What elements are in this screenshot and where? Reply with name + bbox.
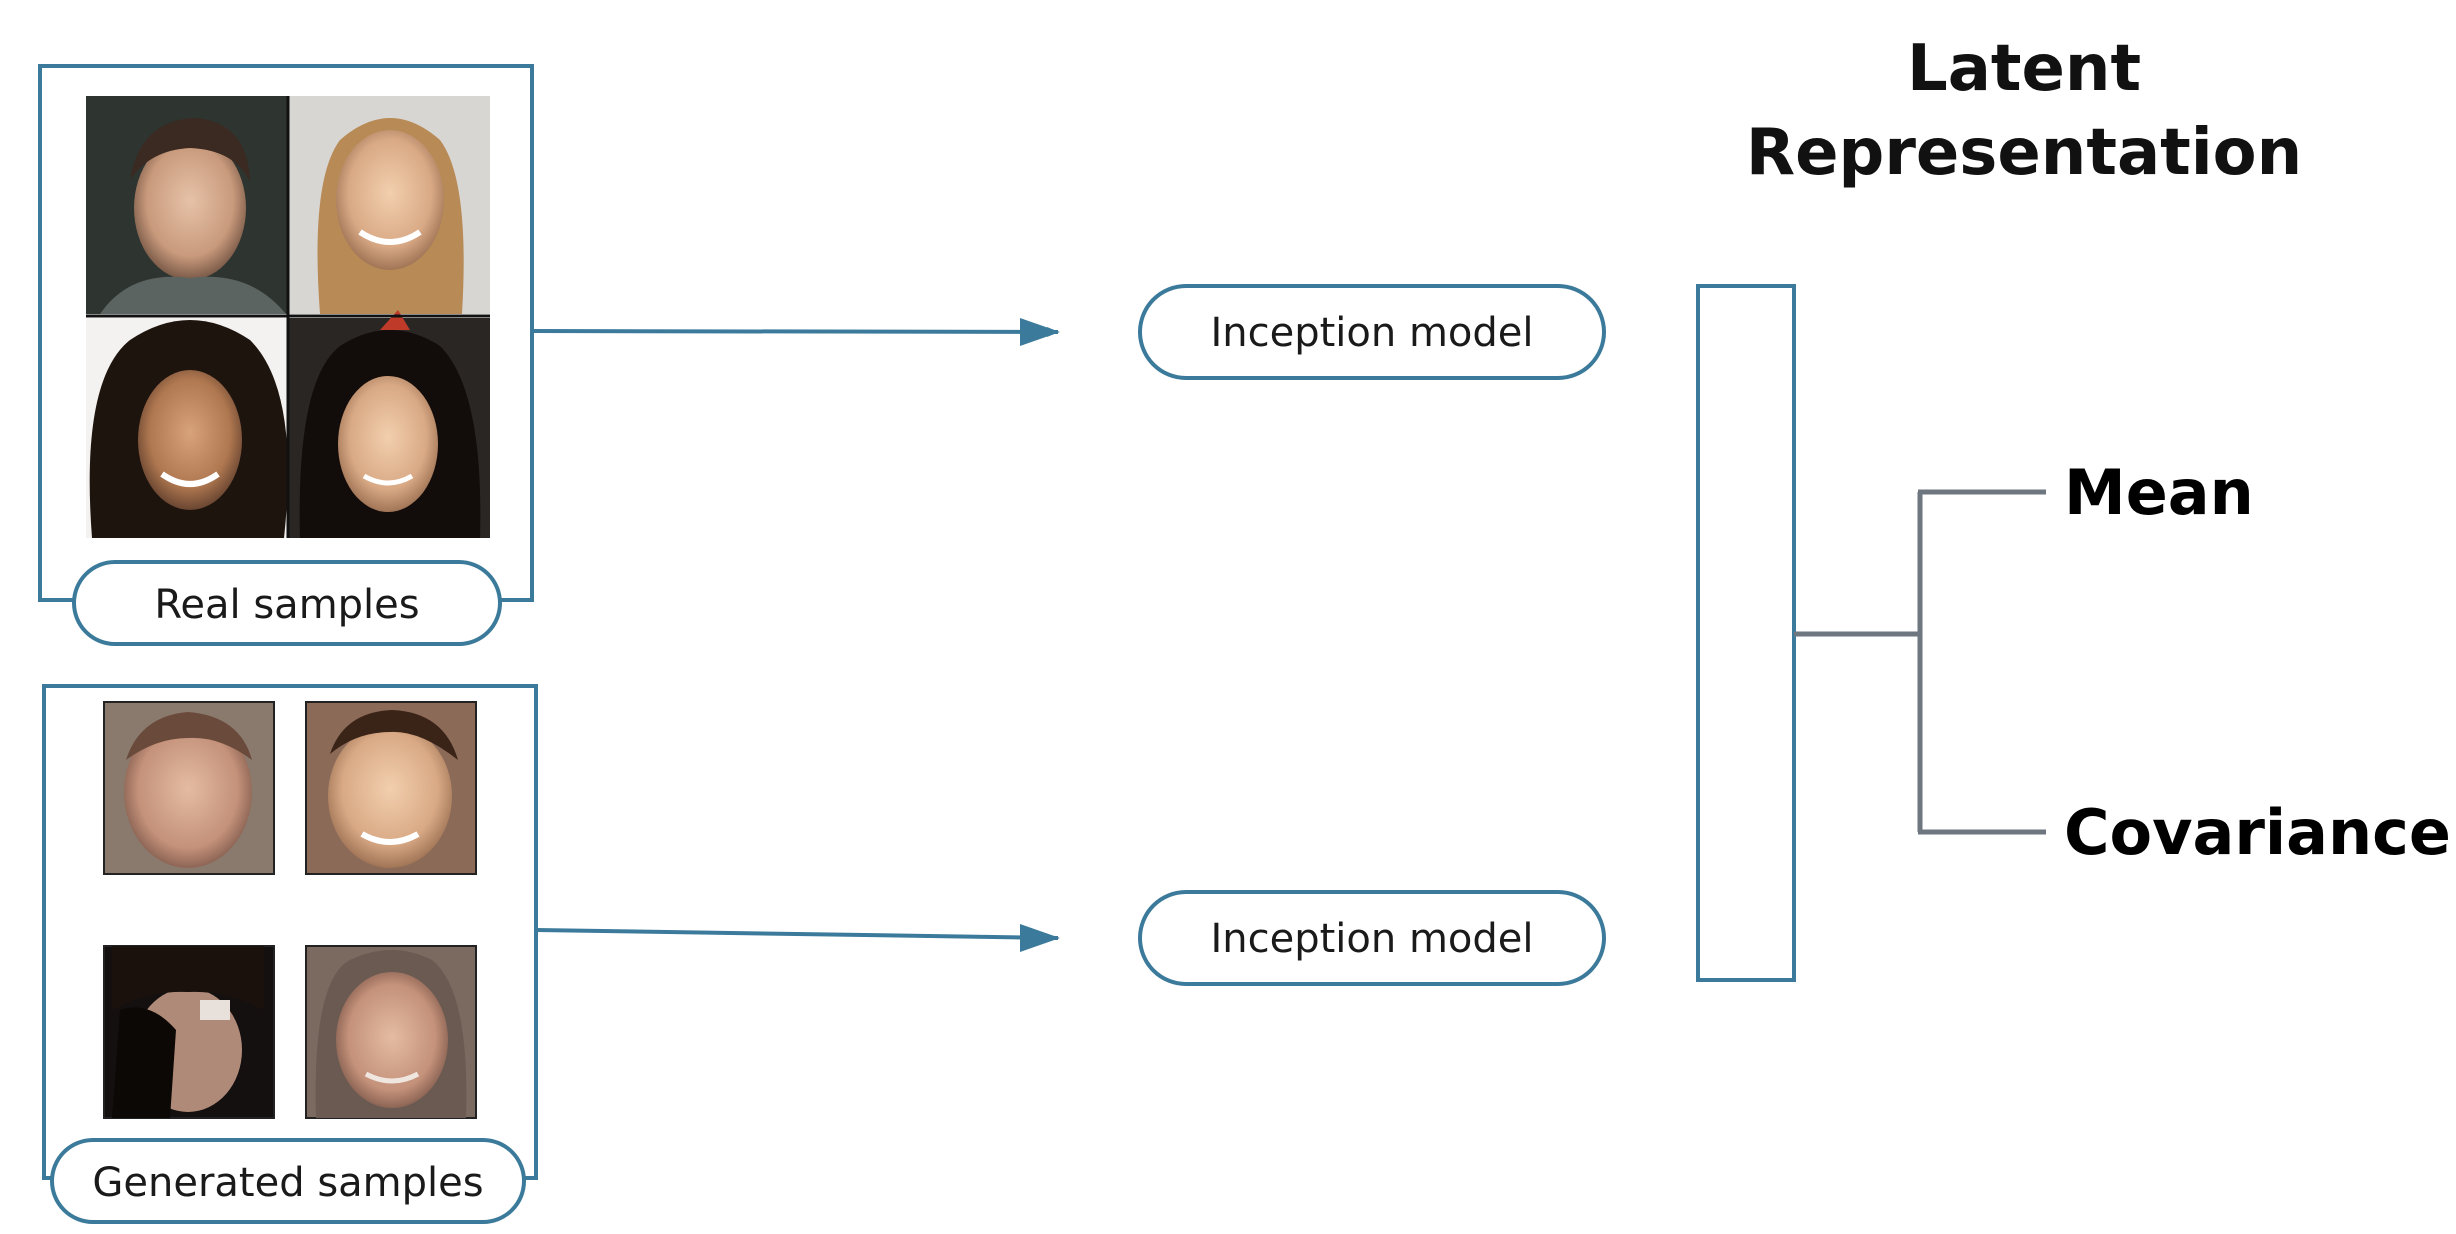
generated-samples-label: Generated samples	[92, 1160, 483, 1206]
real-face-image-3	[86, 318, 288, 538]
generated-arrowhead	[1020, 924, 1060, 952]
generated-faces-grid	[103, 701, 477, 1119]
inception-model-bottom-label: Inception model	[1210, 916, 1533, 962]
real-arrowhead	[1020, 318, 1060, 346]
generated-face-image-3	[103, 945, 275, 1119]
latent-heading-line-1: Latent	[1907, 32, 2141, 106]
generated-samples-group: Generated samples	[42, 684, 538, 1224]
generated-samples-label-pill	[50, 1138, 526, 1224]
real-samples-group: Real samples	[38, 64, 534, 646]
latent-representation-bar	[1696, 284, 1796, 982]
output-connector	[1794, 489, 2046, 835]
inception-model-bottom: Inception model	[1138, 890, 1606, 986]
generated-face-image-4	[305, 945, 477, 1119]
generated-face-image-2	[305, 701, 477, 875]
inception-model-top: Inception model	[1138, 284, 1606, 380]
covariance-label: Covariance	[2064, 796, 2451, 869]
real-to-inception-arrow	[531, 326, 1059, 337]
generated-to-inception-arrow	[535, 928, 1059, 940]
real-samples-label: Real samples	[154, 582, 419, 628]
inception-model-top-label: Inception model	[1210, 310, 1533, 356]
mean-label: Mean	[2064, 456, 2254, 529]
generated-face-image-1	[103, 701, 275, 875]
real-face-image-2	[288, 96, 490, 314]
real-face-image-4	[288, 310, 490, 538]
real-face-image-1	[86, 96, 288, 314]
latent-heading-line-2: Representation	[1746, 116, 2302, 190]
real-faces-grid	[86, 96, 490, 538]
real-samples-label-pill	[72, 560, 502, 646]
